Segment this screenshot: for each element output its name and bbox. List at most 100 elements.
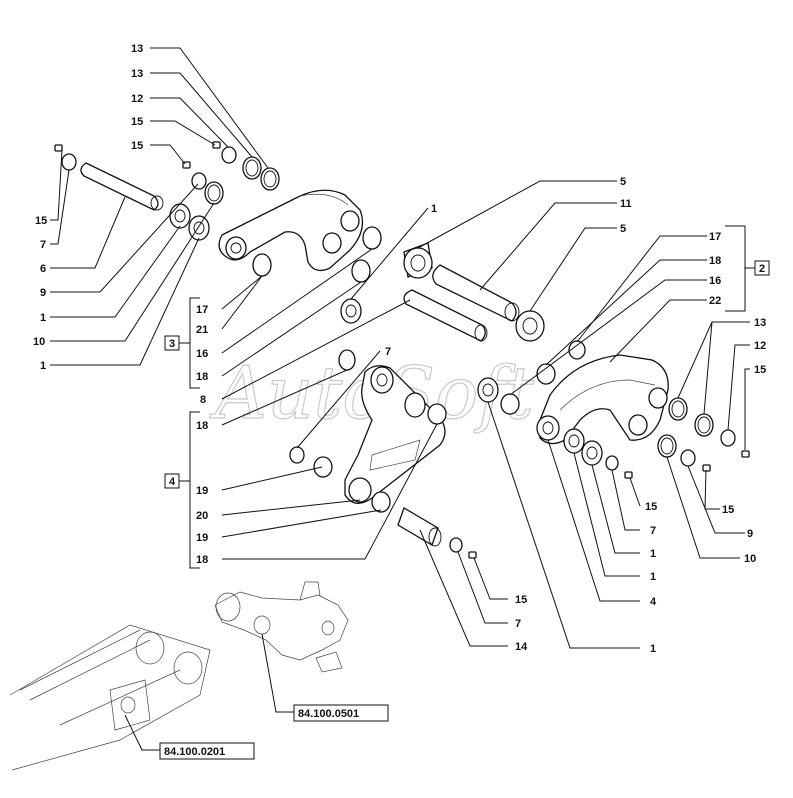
callout-label: 9 xyxy=(747,528,753,540)
callout-label: 7 xyxy=(40,239,46,251)
group-bracket-2 xyxy=(725,225,770,312)
bush-18-right xyxy=(536,363,556,385)
callout-label: 13 xyxy=(131,68,143,80)
bush-17-21 xyxy=(252,253,272,277)
ring-13-right-a xyxy=(668,397,688,421)
callout-label: 1 xyxy=(650,643,656,655)
callout-label: 5 xyxy=(620,176,626,188)
washer-7-pin14 xyxy=(449,537,463,553)
group-number-2: 2 xyxy=(759,263,765,275)
right-bracket xyxy=(536,354,669,445)
ring-13-b xyxy=(260,167,280,191)
grease-nipple-15-left xyxy=(54,144,63,152)
washer-7-left xyxy=(61,153,77,171)
reference-box-0201 xyxy=(159,742,255,760)
left-bracket xyxy=(218,189,364,272)
bush-18-link-top xyxy=(338,349,356,371)
group-number-4: 4 xyxy=(169,476,176,488)
reference-box-0501 xyxy=(293,704,389,722)
ring-10-right xyxy=(657,434,677,458)
ring-12-right xyxy=(720,429,736,447)
bush-19-lower xyxy=(371,491,391,513)
callout-label: 18 xyxy=(196,420,208,432)
callout-label: 1 xyxy=(650,571,656,583)
callout-label: 17 xyxy=(196,304,208,316)
grease-nipple-15-a xyxy=(212,141,221,149)
bush-18-upper xyxy=(351,259,371,283)
washer-1-center xyxy=(340,298,362,324)
callout-label: 1 xyxy=(40,360,46,372)
ring-13-right-b xyxy=(694,413,714,437)
ring-9-right xyxy=(680,449,696,467)
reference-label-0501: 84.100.0501 xyxy=(298,708,359,720)
grease-nipple-15-right xyxy=(741,450,750,458)
callout-label: 4 xyxy=(650,596,657,608)
callout-label: 6 xyxy=(40,263,46,275)
pin-11 xyxy=(432,264,520,322)
callout-label: 21 xyxy=(196,324,208,336)
grease-nipple-15-pin14 xyxy=(468,551,477,559)
callout-label: 20 xyxy=(196,510,208,522)
reference-sketch-84-100-0501 xyxy=(214,581,349,673)
callout-label: 12 xyxy=(754,340,766,352)
leader-lines xyxy=(50,47,750,751)
bush-1-right-b xyxy=(581,440,603,466)
callout-label: 7 xyxy=(515,618,521,630)
bush-16 xyxy=(362,226,382,250)
reference-label-0201: 84.100.0201 xyxy=(164,746,225,758)
callout-label: 17 xyxy=(709,231,721,243)
callout-label: 9 xyxy=(40,287,46,299)
callout-label: 18 xyxy=(196,554,208,566)
bush-16-right xyxy=(500,393,520,415)
callout-label: 14 xyxy=(515,641,528,653)
grease-nipple-15-right-c xyxy=(702,464,711,472)
pin-8 xyxy=(403,289,488,342)
callout-label: 12 xyxy=(131,93,143,105)
callout-label: 19 xyxy=(196,532,208,544)
callout-label: 22 xyxy=(709,295,721,307)
bush-17-right xyxy=(568,340,586,360)
callout-label: 16 xyxy=(709,275,721,287)
sleeve-5-lower xyxy=(515,310,545,342)
callout-label: 1 xyxy=(40,312,46,324)
washer-7-right xyxy=(605,455,619,471)
callout-label: 15 xyxy=(754,364,766,376)
callout-label: 15 xyxy=(131,116,143,128)
callout-label: 19 xyxy=(196,485,208,497)
left-pin-6 xyxy=(80,162,164,211)
callout-label: 15 xyxy=(131,140,143,152)
bush-19-upper xyxy=(313,456,333,478)
bush-18-link-right xyxy=(427,403,447,425)
group-number-3: 3 xyxy=(169,338,175,350)
callout-label: 7 xyxy=(650,525,656,537)
callout-label: 1 xyxy=(431,203,437,215)
reference-sketch-84-100-0201 xyxy=(9,624,211,771)
callout-label: 8 xyxy=(200,394,206,406)
callout-label: 18 xyxy=(709,255,721,267)
callout-label: 18 xyxy=(196,371,208,383)
callout-label: 15 xyxy=(645,501,657,513)
callout-label: 15 xyxy=(722,504,734,516)
washer-7-link xyxy=(289,446,305,464)
callout-label: 13 xyxy=(754,317,766,329)
callout-label: 15 xyxy=(35,215,47,227)
callout-label: 1 xyxy=(650,548,656,560)
callout-label: 10 xyxy=(744,553,756,565)
callout-label: 15 xyxy=(515,594,527,606)
bush-1-left-a xyxy=(169,203,191,229)
ring-13-a xyxy=(242,156,262,180)
callout-label: 10 xyxy=(33,336,45,348)
sleeve-5-upper xyxy=(403,242,433,279)
group-bracket-3 xyxy=(164,297,200,389)
callout-label: 5 xyxy=(620,223,626,235)
washer-1-right-mid xyxy=(477,377,499,403)
bush-1-right-a xyxy=(563,428,585,454)
ring-12 xyxy=(221,146,237,164)
callout-label: 13 xyxy=(131,43,143,55)
callout-label: 16 xyxy=(196,348,208,360)
group-bracket-4 xyxy=(164,411,200,569)
link-assembly xyxy=(344,365,446,504)
grease-nipple-15-right-b xyxy=(624,471,633,479)
callout-label: 7 xyxy=(385,346,391,358)
callout-label: 11 xyxy=(620,198,632,210)
